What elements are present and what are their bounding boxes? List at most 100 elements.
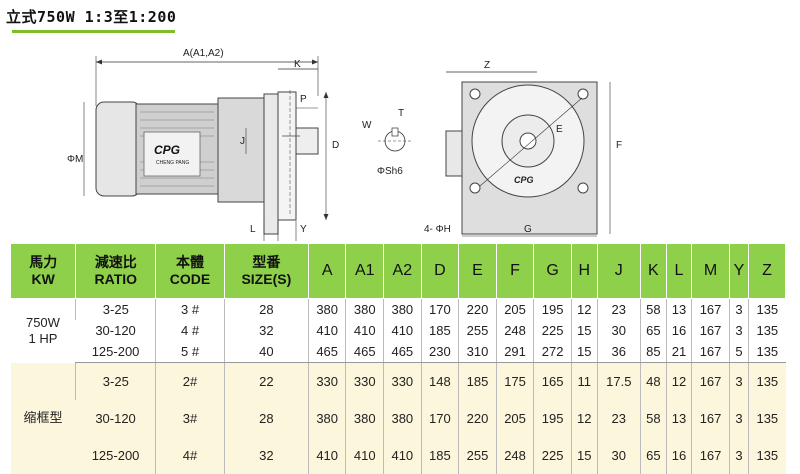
value-cell: 410 (308, 437, 346, 474)
value-cell: 380 (308, 299, 346, 321)
code-cell: 3 # (156, 299, 225, 321)
size-cell: 40 (224, 341, 308, 363)
value-cell: 310 (459, 341, 497, 363)
value-cell: 220 (459, 400, 497, 437)
size-cell: 32 (224, 437, 308, 474)
table-row: 30-120 3# 28 380 380 380 170 220 205 195… (11, 400, 786, 437)
value-cell: 255 (459, 437, 497, 474)
value-cell: 3 (729, 363, 748, 401)
dim-d-label: D (332, 140, 339, 151)
value-cell: 170 (421, 299, 459, 321)
value-cell: 23 (597, 400, 641, 437)
size-cell: 32 (224, 320, 308, 341)
value-cell: 135 (749, 299, 786, 321)
value-cell: 16 (666, 437, 692, 474)
dim-e-label: E (556, 124, 563, 135)
table-group-compact: 缩框型 3-25 2# 22 330 330 330 148 185 175 1… (11, 363, 786, 474)
dim-k-label: K (294, 59, 301, 70)
header-k: K (641, 244, 667, 299)
dim-j-label: J (240, 136, 245, 147)
code-cell: 5 # (156, 341, 225, 363)
value-cell: 248 (496, 320, 534, 341)
dim-a-label: A(A1,A2) (183, 48, 224, 59)
dim-y-label: Y (300, 224, 307, 235)
header-d: D (421, 244, 459, 299)
header-h: H (571, 244, 597, 299)
dim-g-label: G (524, 224, 532, 235)
dim-t-label: T (398, 108, 404, 119)
value-cell: 255 (459, 320, 497, 341)
value-cell: 465 (384, 341, 422, 363)
value-cell: 380 (384, 400, 422, 437)
value-cell: 380 (308, 400, 346, 437)
value-cell: 135 (749, 363, 786, 401)
value-cell: 36 (597, 341, 641, 363)
value-cell: 167 (692, 320, 730, 341)
size-cell: 22 (224, 363, 308, 401)
value-cell: 230 (421, 341, 459, 363)
ratio-cell: 30-120 (76, 320, 156, 341)
code-cell: 2# (156, 363, 225, 401)
value-cell: 13 (666, 299, 692, 321)
logo-subtext: CHENG PANG (156, 160, 189, 166)
value-cell: 135 (749, 400, 786, 437)
value-cell: 410 (346, 320, 384, 341)
value-cell: 167 (692, 341, 730, 363)
value-cell: 205 (496, 299, 534, 321)
dim-phi-h-label: 4- ΦH (424, 224, 451, 235)
logo-text: CPG (154, 143, 180, 157)
value-cell: 380 (384, 299, 422, 321)
value-cell: 185 (459, 363, 497, 401)
value-cell: 17.5 (597, 363, 641, 401)
value-cell: 58 (641, 299, 667, 321)
header-a: A (308, 244, 346, 299)
header-g: G (534, 244, 572, 299)
value-cell: 225 (534, 437, 572, 474)
value-cell: 148 (421, 363, 459, 401)
value-cell: 65 (641, 437, 667, 474)
dim-z-label: Z (484, 60, 490, 71)
value-cell: 3 (729, 437, 748, 474)
value-cell: 135 (749, 341, 786, 363)
value-cell: 330 (308, 363, 346, 401)
code-cell: 4# (156, 437, 225, 474)
value-cell: 380 (346, 299, 384, 321)
dimension-drawing: A(A1,A2) K CPG CHENG PANG P J D ΦM L Y W… (0, 36, 800, 246)
page-title: 立式750W 1:3至1:200 (6, 6, 176, 27)
table-row: 30-120 4 # 32 410 410 410 185 255 248 22… (11, 320, 786, 341)
value-cell: 170 (421, 400, 459, 437)
value-cell: 272 (534, 341, 572, 363)
value-cell: 330 (384, 363, 422, 401)
model-cell-compact: 缩框型 (11, 363, 76, 474)
value-cell: 135 (749, 437, 786, 474)
dim-phi-sh-label: ΦSh6 (377, 166, 403, 177)
value-cell: 167 (692, 400, 730, 437)
value-cell: 185 (421, 437, 459, 474)
value-cell: 185 (421, 320, 459, 341)
value-cell: 165 (534, 363, 572, 401)
value-cell: 410 (384, 437, 422, 474)
value-cell: 12 (666, 363, 692, 401)
header-l: L (666, 244, 692, 299)
value-cell: 167 (692, 299, 730, 321)
value-cell: 465 (308, 341, 346, 363)
value-cell: 410 (346, 437, 384, 474)
value-cell: 3 (729, 320, 748, 341)
value-cell: 225 (534, 320, 572, 341)
value-cell: 410 (308, 320, 346, 341)
ratio-cell: 3-25 (76, 363, 156, 401)
ratio-cell: 125-200 (76, 341, 156, 363)
value-cell: 167 (692, 437, 730, 474)
value-cell: 21 (666, 341, 692, 363)
value-cell: 85 (641, 341, 667, 363)
value-cell: 291 (496, 341, 534, 363)
header-a1: A1 (346, 244, 384, 299)
header-f: F (496, 244, 534, 299)
header-m: M (692, 244, 730, 299)
